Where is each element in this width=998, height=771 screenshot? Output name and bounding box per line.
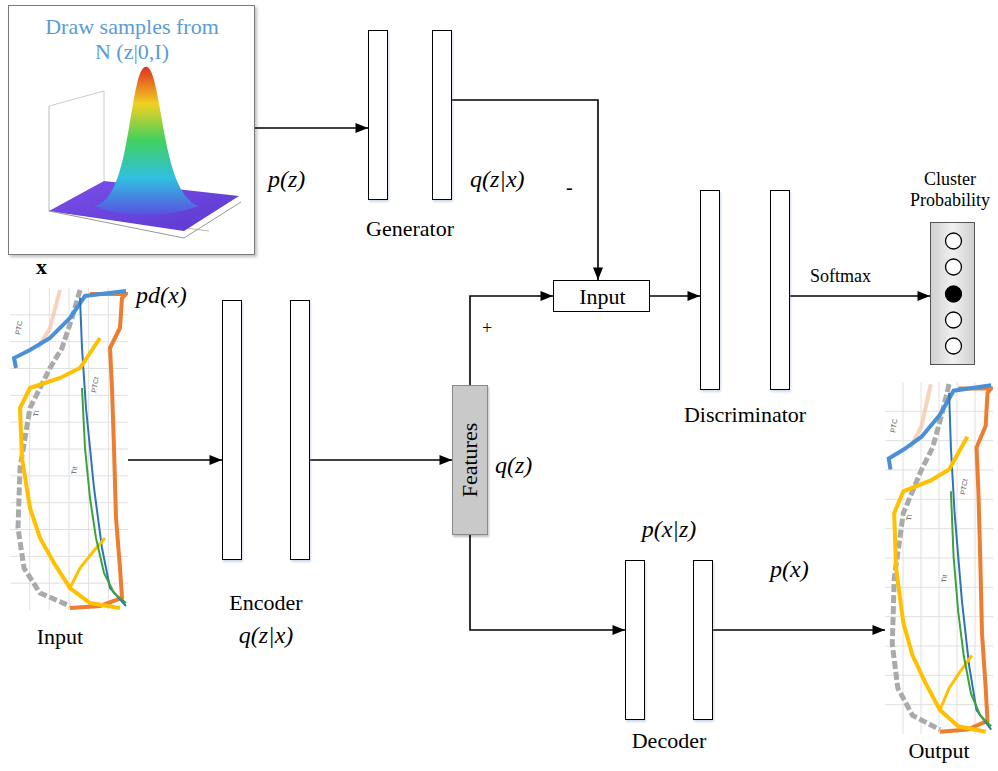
node-label: Generator [340, 216, 480, 241]
edge-label: p(x) [770, 556, 809, 584]
node-label: Discriminator [650, 402, 840, 427]
node-label: Decoder [609, 728, 729, 753]
flow-arrow [255, 127, 368, 129]
curve-tag: PTC [889, 418, 899, 433]
output-plot: OutputPTCTIPTCtTIt [885, 382, 993, 734]
cluster-output: Cluster Probability [930, 222, 975, 365]
layer-bar [432, 30, 452, 200]
flow-arrow [310, 459, 452, 461]
flow-arrow [470, 535, 625, 630]
flow-arrow [452, 100, 598, 280]
encoder-block: Encoderq(z|x) [222, 300, 310, 560]
flow-arrow [713, 629, 885, 631]
layer-bar [700, 190, 720, 390]
layer-bar [290, 300, 310, 560]
node-label: Output [885, 738, 993, 763]
curve-plot [10, 288, 128, 610]
edge-label: q(z|x) [470, 166, 525, 194]
probability-units [931, 223, 976, 366]
node-label: Input [20, 624, 100, 649]
feature-box: Featuresq(z) [452, 385, 488, 535]
flow-arrow [128, 459, 222, 461]
curve-tag: TI [32, 410, 41, 418]
edge-label: p(z) [268, 166, 305, 194]
node-label: x [36, 254, 66, 279]
curve-tag: TIt [940, 574, 949, 583]
generator-block: Generator [368, 30, 452, 200]
node-label: q(z) [495, 452, 555, 480]
curve-tag: PTCt [959, 478, 970, 495]
node-label: Draw samples from N (z|0,I) [42, 14, 222, 65]
curve-tag: PTCt [90, 376, 101, 393]
node-label: p(x|z) [610, 516, 728, 544]
flow-arrow [650, 295, 700, 297]
layer-bar [770, 190, 790, 390]
curve-tag: PTC [14, 320, 24, 335]
curve-tag: TI [905, 514, 914, 522]
layer-bar [625, 560, 645, 720]
node-label: Features [457, 423, 482, 498]
discriminator-block: Discriminator [700, 190, 790, 390]
layer-bar [222, 300, 242, 560]
edge-label: Softmax [810, 266, 871, 287]
sign-label: - [566, 176, 573, 199]
node-label: Encoder [196, 590, 336, 615]
edge-label: + [482, 318, 492, 339]
node-label: Cluster Probability [904, 169, 996, 210]
node-label: q(z|x) [196, 622, 336, 650]
node-label: Input [554, 284, 651, 309]
flow-arrow [470, 296, 553, 385]
curve-plot [885, 382, 993, 734]
layer-bar [693, 560, 713, 720]
layer-bar [368, 30, 388, 200]
sampling-box: Draw samples from N (z|0,I) [8, 5, 255, 255]
decoder-block: p(x|z)Decoder [625, 560, 713, 720]
input-plot: xpd(x)InputPTCTIPTCtTIt [10, 288, 128, 610]
node-label: pd(x) [136, 282, 206, 310]
input-box: Input [553, 280, 650, 312]
curve-tag: TIt [70, 466, 79, 475]
flow-arrow [790, 295, 930, 297]
